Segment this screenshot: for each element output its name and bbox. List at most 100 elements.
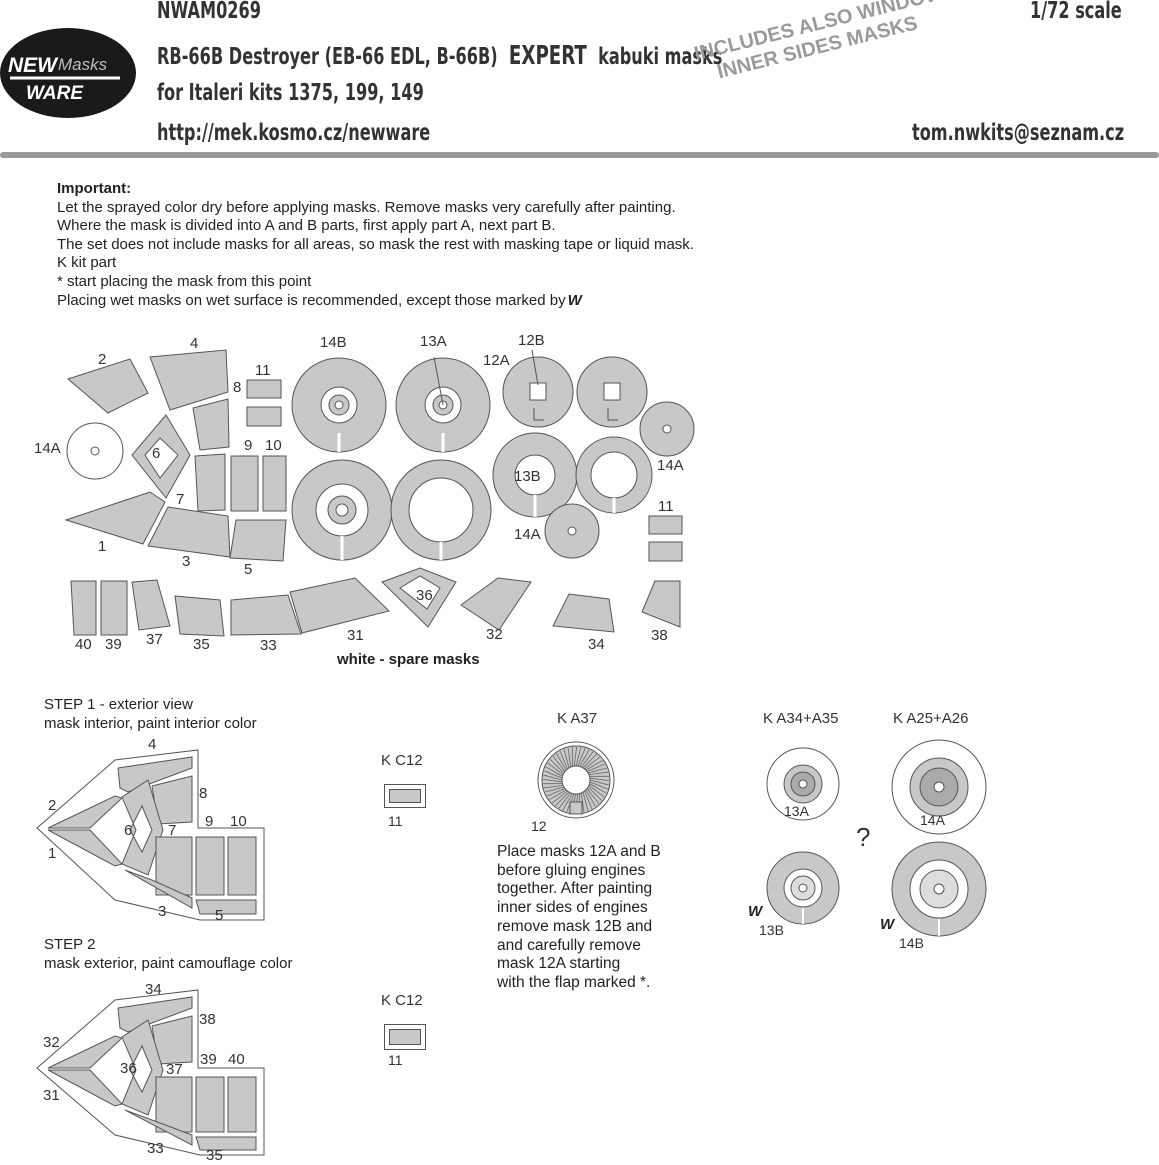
wheel-13b-icon bbox=[765, 850, 841, 926]
kc12-mask bbox=[384, 784, 426, 808]
dry-symbol-13b-icon: W bbox=[748, 903, 762, 920]
mask-5 bbox=[230, 520, 286, 561]
mask-7-pane bbox=[195, 454, 225, 511]
mask-40 bbox=[71, 581, 96, 635]
label-33: 33 bbox=[260, 637, 277, 654]
mask-3 bbox=[148, 507, 230, 557]
step2-label-35: 35 bbox=[206, 1147, 223, 1164]
ka37-part: 12 bbox=[531, 818, 547, 834]
product-title: RB-66B Destroyer (EB-66 EDL, B-66B) EXPE… bbox=[157, 41, 722, 71]
label-35: 35 bbox=[193, 636, 210, 653]
step2-label-31: 31 bbox=[43, 1087, 60, 1104]
engine-note: Place masks 12A and B before gluing engi… bbox=[497, 843, 661, 993]
step2-label-33: 33 bbox=[147, 1140, 164, 1157]
wheel-label-14b: 14B bbox=[899, 935, 924, 951]
kit-numbers: for Italeri kits 1375, 199, 149 bbox=[157, 80, 424, 106]
label-31: 31 bbox=[347, 627, 364, 644]
mask-sheet: 2 4 8 11 14A 6 9 10 7 1 3 5 14B 13A 12A … bbox=[0, 320, 720, 680]
scale-label: 1/72 scale bbox=[1030, 0, 1122, 24]
mask-9 bbox=[231, 456, 258, 511]
logo-new: NEW bbox=[8, 54, 59, 77]
label-4: 4 bbox=[190, 335, 198, 352]
mask-37 bbox=[132, 580, 170, 630]
engine-note-line: together. After painting bbox=[497, 880, 661, 899]
step2-description: mask exterior, paint camouflage color bbox=[44, 955, 292, 974]
ka37-label: K A37 bbox=[557, 710, 597, 727]
step2-label-39: 39 bbox=[200, 1051, 217, 1068]
wheel-label-13b: 13B bbox=[759, 922, 784, 938]
contact-email: tom.nwkits@seznam.cz bbox=[912, 120, 1124, 146]
wheel-label-13a: 13A bbox=[784, 803, 809, 819]
label-14a-right: 14A bbox=[657, 457, 684, 474]
dry-symbol-icon: W bbox=[568, 292, 582, 309]
label-11-right: 11 bbox=[658, 498, 674, 515]
mask-38 bbox=[642, 581, 680, 627]
mask-8 bbox=[193, 399, 229, 450]
engine-face-icon bbox=[536, 740, 616, 820]
header-divider bbox=[0, 152, 1159, 158]
label-34: 34 bbox=[588, 636, 605, 653]
step1-label-3: 3 bbox=[158, 903, 166, 920]
engine-note-line: remove mask 12B and bbox=[497, 918, 661, 937]
label-1: 1 bbox=[98, 538, 106, 555]
label-36: 36 bbox=[416, 587, 433, 604]
wheel-label-14a: 14A bbox=[920, 812, 945, 828]
step1-diagram: 4 8 2 6 7 9 10 1 3 5 bbox=[30, 740, 280, 930]
step1-label-6: 6 bbox=[124, 822, 132, 839]
step1-heading: STEP 1 - exterior view mask interior, pa… bbox=[44, 696, 257, 733]
wheel-14b-icon bbox=[890, 840, 988, 938]
kc12-label-bottom: K C12 bbox=[381, 992, 423, 1009]
engine-note-line: with the flap marked *. bbox=[497, 974, 661, 993]
label-5: 5 bbox=[244, 561, 252, 578]
label-13b: 13B bbox=[514, 468, 541, 485]
engine-note-line: Place masks 12A and B bbox=[497, 843, 661, 862]
instruction-line: K kit part bbox=[57, 254, 694, 273]
engine-note-line: inner sides of engines bbox=[497, 899, 661, 918]
instruction-line: Let the sprayed color dry before applyin… bbox=[57, 199, 694, 218]
step1-label-5: 5 bbox=[215, 907, 223, 924]
mask-39 bbox=[101, 581, 127, 635]
label-6: 6 bbox=[152, 445, 160, 462]
title-expert: EXPERT bbox=[509, 41, 587, 71]
mask-4 bbox=[150, 350, 228, 410]
instruction-line: * start placing the mask from this point bbox=[57, 273, 694, 292]
logo-ware: WARE bbox=[26, 83, 84, 104]
step1-label-9: 9 bbox=[205, 813, 213, 830]
label-37: 37 bbox=[146, 631, 163, 648]
label-12b: 12B bbox=[518, 332, 545, 349]
step1-label-1: 1 bbox=[48, 845, 56, 862]
step2-label-38: 38 bbox=[199, 1011, 216, 1028]
ka25-label: K A25+A26 bbox=[893, 710, 968, 727]
engine-note-line: and carefully remove bbox=[497, 937, 661, 956]
label-12a: 12A bbox=[483, 352, 510, 369]
instructions: Important: Let the sprayed color dry bef… bbox=[57, 180, 694, 310]
instruction-line: Placing wet masks on wet surface is reco… bbox=[57, 292, 566, 309]
step2-label-32: 32 bbox=[43, 1034, 60, 1051]
website-url: http://mek.kosmo.cz/newware bbox=[157, 120, 430, 146]
label-8: 8 bbox=[233, 379, 241, 396]
engine-note-line: mask 12A starting bbox=[497, 955, 661, 974]
step2-label-34: 34 bbox=[145, 981, 162, 998]
label-14b: 14B bbox=[320, 334, 347, 351]
instructions-heading: Important: bbox=[57, 180, 694, 199]
step1-label-4: 4 bbox=[148, 736, 156, 753]
mask-6 bbox=[132, 415, 190, 498]
step1-label-8: 8 bbox=[199, 785, 207, 802]
mask-11a bbox=[247, 380, 281, 398]
step1-label-10: 10 bbox=[230, 813, 247, 830]
label-7: 7 bbox=[176, 491, 184, 508]
mask-2 bbox=[68, 359, 148, 413]
mask-35 bbox=[175, 596, 224, 636]
step1-label-7: 7 bbox=[168, 822, 176, 839]
label-13a: 13A bbox=[420, 333, 447, 350]
mask-33 bbox=[231, 595, 301, 635]
mask-11c bbox=[649, 516, 682, 534]
instruction-line: Where the mask is divided into A and B p… bbox=[57, 217, 694, 236]
instruction-line: The set does not include masks for all a… bbox=[57, 236, 694, 255]
label-11: 11 bbox=[255, 362, 271, 379]
mask-31 bbox=[290, 578, 389, 633]
mask-11b bbox=[247, 407, 281, 426]
mask-32 bbox=[461, 578, 531, 630]
kc12-mask-2 bbox=[384, 1024, 426, 1050]
step1-title: STEP 1 - exterior view bbox=[44, 696, 257, 715]
